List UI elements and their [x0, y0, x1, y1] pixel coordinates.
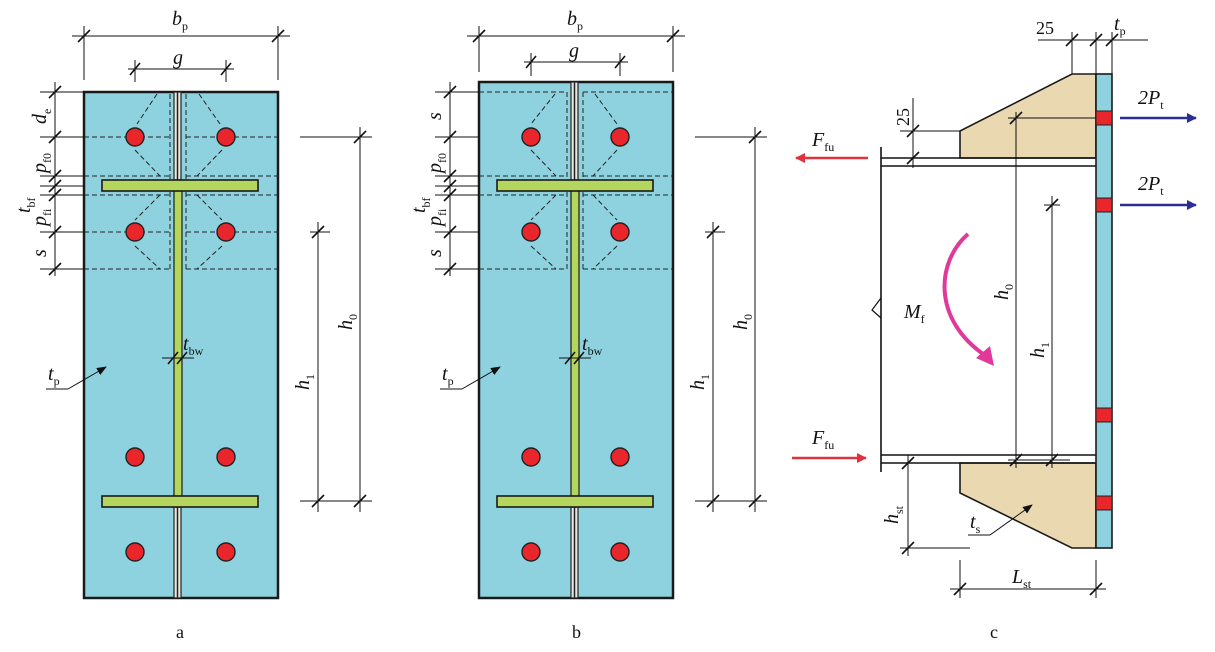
dim-h0-h1-a: h0 h1 — [292, 127, 372, 512]
top-flange-a — [101, 179, 259, 192]
dim-h0-h1-b: h0 h1 — [687, 127, 767, 512]
bolt — [610, 542, 630, 562]
bolt — [1095, 197, 1113, 213]
bolt — [610, 447, 630, 467]
leader-tp-a: tp — [46, 363, 107, 390]
bolt — [216, 127, 236, 147]
label-s-b: s — [424, 249, 446, 257]
label-tp-a: tp — [48, 363, 60, 388]
label-de-a: de — [29, 109, 54, 124]
label-lst-c: Lst — [1011, 566, 1032, 591]
label-25-left-c: 25 — [893, 108, 913, 126]
force-2pt-bottom-c: 2Pt — [1120, 173, 1197, 210]
bottom-flange-b — [496, 495, 654, 508]
bolts-b — [521, 127, 630, 562]
label-mf-c: Mf — [903, 301, 925, 326]
panel-b: bp g s pf0 tbf — [408, 8, 767, 642]
label-h1-c: h1 — [1027, 342, 1052, 358]
label-25-top-c: 25 — [1036, 18, 1054, 38]
bolt — [610, 222, 630, 242]
bolt — [216, 447, 236, 467]
label-2pt-bottom-c: 2Pt — [1138, 173, 1164, 198]
label-pfi-a: pfi — [29, 208, 54, 228]
force-ffu-bottom-c: Ffu — [792, 427, 867, 463]
label-pf0-a: pf0 — [29, 153, 54, 175]
bottom-flange-a — [101, 495, 259, 508]
label-ts-c: ts — [970, 511, 981, 536]
label-s-b-top: s — [424, 112, 446, 120]
panel-c: 25 tp 25 h0 h1 — [792, 13, 1197, 642]
label-pfi-b: pfi — [424, 208, 449, 228]
dim-tbw-a: tbw — [162, 333, 204, 365]
dim-bp-b: bp — [467, 8, 685, 72]
dim-h0-h1-c: h0 h1 — [991, 111, 1096, 468]
bolt — [521, 447, 541, 467]
label-h1-b: h1 — [687, 374, 712, 390]
dim-25-left-c: 25 — [893, 98, 960, 168]
label-tbw-b: tbw — [582, 333, 603, 358]
label-tp-b: tp — [442, 363, 454, 388]
label-pf0-b: pf0 — [424, 153, 449, 175]
bolt — [125, 447, 145, 467]
dim-hst-c: hst — [881, 455, 970, 556]
caption-b: b — [572, 622, 581, 642]
dim-lst-c: Lst — [950, 560, 1106, 598]
label-h1-a: h1 — [292, 374, 317, 390]
bolt — [521, 542, 541, 562]
label-tbf-a: tbf — [13, 197, 38, 213]
bolts-a — [125, 127, 236, 562]
label-h0-a: h0 — [335, 314, 360, 330]
bolt — [1095, 495, 1113, 511]
caption-c: c — [990, 622, 998, 642]
stiffener-top-c — [959, 73, 1097, 159]
bolt — [521, 222, 541, 242]
label-h0-b: h0 — [730, 314, 755, 330]
bolt — [216, 222, 236, 242]
bolt — [125, 127, 145, 147]
dim-chain-left-b: s pf0 tbf pfi s — [408, 82, 479, 276]
dim-chain-left-a: de pf0 tbf pfi s — [13, 82, 84, 276]
force-2pt-top-c: 2Pt — [1120, 87, 1197, 123]
bolt — [216, 542, 236, 562]
label-tbw-a: tbw — [183, 333, 204, 358]
dim-top-c: 25 tp — [1036, 13, 1148, 74]
moment-mf-c: Mf — [871, 232, 994, 366]
label-bp-b: bp — [567, 8, 583, 33]
label-hst-c: hst — [881, 505, 906, 524]
bolt — [125, 222, 145, 242]
beam-web-a — [173, 189, 183, 497]
bolt — [1095, 110, 1113, 126]
leader-ts-c: ts — [968, 504, 1033, 536]
dim-g-b: g — [524, 40, 628, 76]
label-s-a: s — [29, 249, 51, 257]
bolt — [1095, 407, 1113, 423]
dim-g-a: g — [128, 47, 234, 82]
label-g-a: g — [173, 47, 183, 69]
force-ffu-top-c: Ffu — [795, 129, 868, 163]
bolt — [610, 127, 630, 147]
dim-tbw-b: tbw — [559, 333, 603, 365]
caption-a: a — [176, 622, 184, 642]
leader-tp-b: tp — [440, 363, 501, 390]
end-plate-c — [1095, 73, 1113, 549]
bolt — [521, 127, 541, 147]
beam-web-b — [570, 189, 580, 497]
label-bp-a: bp — [172, 8, 188, 33]
label-tbf-b: tbf — [408, 197, 433, 213]
label-h0-c: h0 — [991, 284, 1016, 300]
label-ffu-bottom-c: Ffu — [811, 427, 834, 452]
top-flange-b — [496, 179, 654, 192]
stiffener-dashes-b — [479, 91, 673, 270]
dim-bp-a: bp — [72, 8, 290, 80]
bolt — [125, 542, 145, 562]
label-g-b: g — [569, 40, 579, 62]
label-2pt-top-c: 2Pt — [1138, 87, 1164, 112]
label-tp-c: tp — [1114, 13, 1126, 38]
label-ffu-top-c: Ffu — [811, 129, 834, 154]
panel-a: bp g de pf0 — [13, 8, 372, 642]
